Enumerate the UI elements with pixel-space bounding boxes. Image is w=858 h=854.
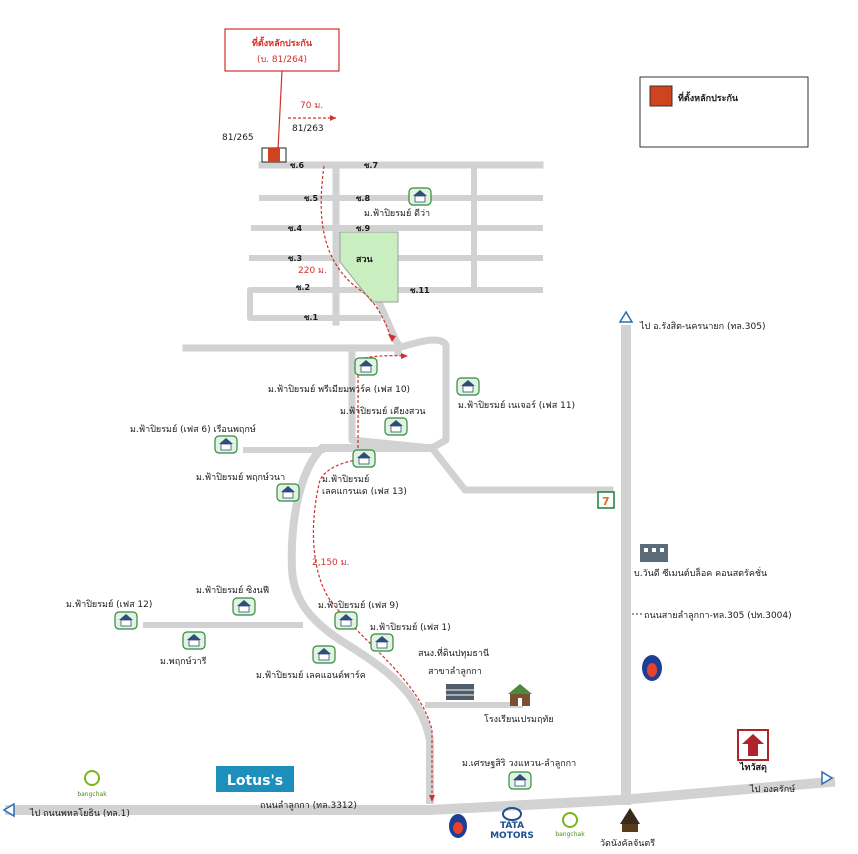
soi-9: ซ.9 <box>356 224 370 233</box>
collateral-plot: 81/265 81/263 70 ม. <box>222 101 324 163</box>
village-label-nature: ม.ฟ้าปิยรมย์ เนเจอร์ (เฟส 11) <box>458 399 575 411</box>
ptt-station-icon <box>642 655 662 681</box>
callout-subtitle: (บ. 81/264) <box>257 55 307 65</box>
collateral-callout: ที่ตั้งหลักประกัน (บ. 81/264) <box>224 28 340 151</box>
school-label: โรงเรียนเปรมฤทัย <box>484 714 554 725</box>
soi-3: ซ.3 <box>288 254 302 263</box>
company-building-icon <box>640 544 668 562</box>
park-label: สวน <box>356 255 374 265</box>
tata-label: TATA <box>500 821 524 831</box>
village-house-icon <box>354 357 378 376</box>
village-house-icon <box>276 483 300 502</box>
places: ไป อ.รังสิต-นครนายก (ทล.305) 7 บ.วันดี ซ… <box>2 310 834 849</box>
thaiwatsadu-logo <box>737 729 769 761</box>
village-label-ruenpruek: ม.ฟ้าปิยรมย์ (เฟส 6) เรือนพฤกษ์ <box>130 423 256 435</box>
soi-5: ซ.5 <box>304 194 318 203</box>
road-network <box>5 161 836 815</box>
temple-icon <box>620 808 640 832</box>
bangchak-logo-bottom: bangchak <box>555 812 585 838</box>
village-label-lakegrande-a: ม.ฟ้าปิยรมย์ <box>322 473 369 485</box>
village-label-phase1: ม.ฟ้าปิยรมย์ (เฟส 1) <box>370 621 451 633</box>
village-house-icon <box>114 611 138 630</box>
bangchak-logo-left: bangchak <box>77 770 107 798</box>
lotus-label: Lotus's <box>227 773 283 789</box>
soi-labels: ซ.6 ซ.7 ซ.5 ซ.8 ซ.4 ซ.9 ซ.3 ซ.2 ซ.11 ซ.1 <box>288 161 430 322</box>
soi-7: ซ.7 <box>364 161 378 170</box>
road-bottom-label: ถนนลำลูกกา (ทล.3312) <box>260 800 357 811</box>
distance-220: 220 ม. <box>298 266 327 276</box>
village-label-phase9: ม.ฟ้าปิยรมย์ (เฟส 9) <box>318 599 399 611</box>
company-label: บ.วันดี ซีเมนต์บล็อค คอนสตรัคชั่น <box>634 566 767 579</box>
road-left-label: ไป ถนนพหลโยธิน (ทล.1) <box>29 808 130 819</box>
soi-1: ซ.1 <box>304 313 318 322</box>
village-label-premium-park: ม.ฟ้าปิยรมย์ พรีเมียมพาร์ค (เฟส 10) <box>268 383 410 395</box>
soi-11: ซ.11 <box>410 286 430 295</box>
village-house-icon <box>370 633 394 652</box>
route-arrowheads <box>330 115 435 802</box>
road-right-label: ไป องครักษ์ <box>749 783 795 795</box>
soi-8: ซ.8 <box>356 194 370 203</box>
village-label-pruekwaree: ม.พฤกษ์วารี <box>160 655 207 667</box>
seven-eleven-icon <box>597 491 615 509</box>
village-label-kiangsuan: ม.ฟ้าปิยรมย์ เคียงสวน <box>340 405 426 417</box>
village-house-icon <box>352 449 376 468</box>
soi-4: ซ.4 <box>288 224 302 233</box>
village-house-icon <box>312 645 336 664</box>
village-label-pruekwana: ม.ฟ้าปิยรมย์ พฤกษ์วนา <box>196 471 285 483</box>
tata-motors-label: MOTORS <box>490 831 534 841</box>
village-house-icon <box>232 597 256 616</box>
village-house-icon <box>456 377 480 396</box>
land-office-label-1: สนง.ที่ดินปทุมธานี <box>418 646 489 659</box>
village-icons <box>114 187 532 790</box>
road-north-label: ไป อ.รังสิต-นครนายก (ทล.305) <box>639 321 766 332</box>
land-office-icon <box>446 684 474 700</box>
village-house-icon <box>508 771 532 790</box>
village-labels: ม.ฟ้าปิยรมย์ ดีว่า ม.ฟ้าปิยรมย์ พรีเมียม… <box>66 207 576 769</box>
village-house-icon <box>384 417 408 436</box>
bangchak-label-bottom: bangchak <box>555 831 585 838</box>
house-number-left: 81/265 <box>222 133 254 143</box>
distance-2150: 2,150 ม. <box>312 558 349 568</box>
seven-eleven-label: 7 <box>602 495 610 508</box>
road-main-right-label: ถนนสายลำลูกกา-ทล.305 (ปท.3004) <box>644 610 792 621</box>
ptt-station-icon-bottom <box>449 814 467 838</box>
village-label-setthasiri: ม.เศรษฐสิริ วงแหวน-ลำลูกกา <box>462 758 576 769</box>
school-icon <box>508 684 532 706</box>
thaiwatsadu-label: ไทวัสดุ <box>739 761 767 773</box>
village-label-phase12: ม.ฟ้าปิยรมย์ (เฟส 12) <box>66 598 152 610</box>
legend: ที่ตั้งหลักประกัน <box>639 76 809 148</box>
temple-label: วัดนังคัลจันตรี <box>600 838 655 849</box>
village-label-diva: ม.ฟ้าปิยรมย์ ดีว่า <box>364 207 430 219</box>
bangchak-label-left: bangchak <box>77 791 107 798</box>
village-house-icon <box>408 187 432 206</box>
soi-2: ซ.2 <box>296 283 310 292</box>
lotus-logo <box>216 766 294 792</box>
village-house-icon <box>182 631 206 650</box>
village-house-icon <box>214 435 238 454</box>
village-house-icon <box>334 611 358 630</box>
tata-motors-logo: TATA MOTORS <box>490 807 534 841</box>
house-number-right: 81/263 <box>292 124 324 134</box>
callout-title: ที่ตั้งหลักประกัน <box>252 36 313 49</box>
land-office-label-2: สาขาลำลูกกา <box>428 666 482 677</box>
distance-70: 70 ม. <box>300 101 323 111</box>
legend-label: ที่ตั้งหลักประกัน <box>678 91 739 104</box>
park: สวน <box>339 231 399 303</box>
soi-6: ซ.6 <box>290 161 304 170</box>
village-label-lakeandpark: ม.ฟ้าปิยรมย์ เลคแอนด์พาร์ค <box>256 669 366 681</box>
village-label-lakegrande-b: เลคแกรนเด (เฟส 13) <box>322 487 407 497</box>
village-label-symphony: ม.ฟ้าปิยรมย์ ซิงนฟี <box>196 584 269 596</box>
